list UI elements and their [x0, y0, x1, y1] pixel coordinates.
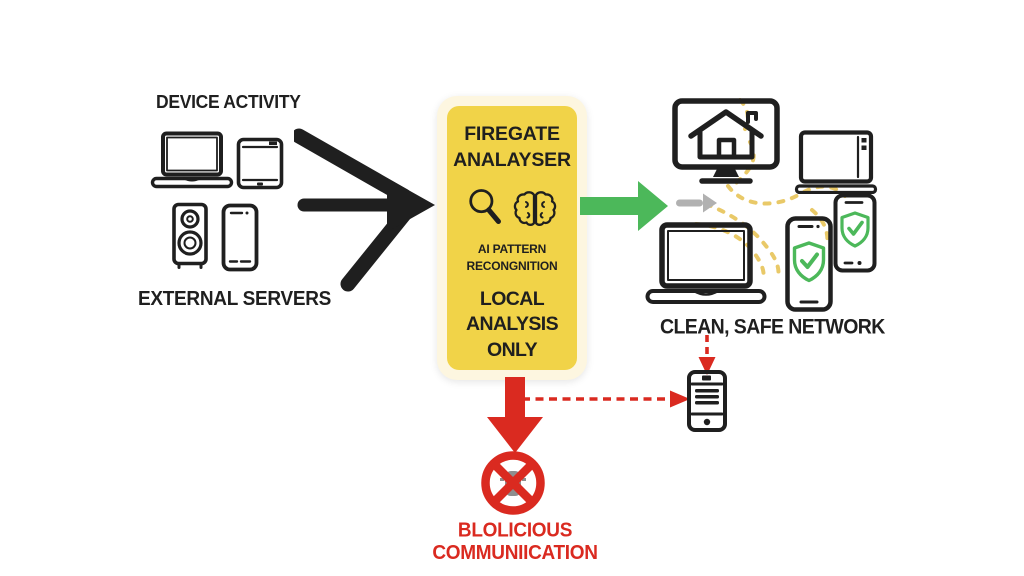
analyzer-icons — [467, 187, 557, 230]
router-server-icon — [687, 370, 727, 432]
smartphone-icon — [221, 203, 259, 272]
laptop-large-icon — [645, 222, 767, 304]
magnifier-icon — [469, 189, 501, 225]
analyzer-title: FIREGATE ANALAYSER — [453, 123, 571, 171]
green-arrow-right-icon — [580, 181, 668, 231]
analyzer-subtitle: AI PATTERN RECONGNITION — [466, 242, 558, 274]
red-dashed-arrow-right-icon — [522, 390, 690, 408]
black-arrow-right-icon — [294, 128, 435, 292]
gray-arrow-right-icon — [676, 193, 717, 213]
blocked-circle-x-icon — [481, 451, 545, 515]
analyzer-panel: FIREGATE ANALAYSER AI PATTERN RECONGNITI… — [437, 96, 587, 380]
brain-icon — [513, 191, 557, 226]
shield-phone-icon — [785, 216, 833, 312]
speaker-icon — [172, 202, 208, 269]
analyzer-mode-label: LOCAL ANALYSIS ONLY — [465, 288, 559, 361]
red-arrow-down-icon — [487, 377, 543, 453]
smart-home-monitor-icon — [672, 98, 780, 184]
tablet-icon — [236, 137, 284, 190]
external-servers-label: EXTERNAL SERVERS — [138, 287, 331, 311]
clean-safe-network-label: CLEAN, SAFE NETWORK — [660, 314, 885, 339]
device-activity-label: DEVICE ACTIVITY — [156, 90, 301, 113]
laptop-small-icon — [794, 130, 878, 194]
analyzer-panel-body: FIREGATE ANALAYSER AI PATTERN RECONGNITI… — [447, 106, 577, 370]
shield-phone-small-icon — [833, 193, 877, 273]
blocked-communication-label: BLOLICIOUS COMMUNIICATION — [432, 519, 598, 565]
red-dashed-arrow-down-icon — [698, 335, 716, 375]
laptop-icon — [150, 131, 234, 189]
